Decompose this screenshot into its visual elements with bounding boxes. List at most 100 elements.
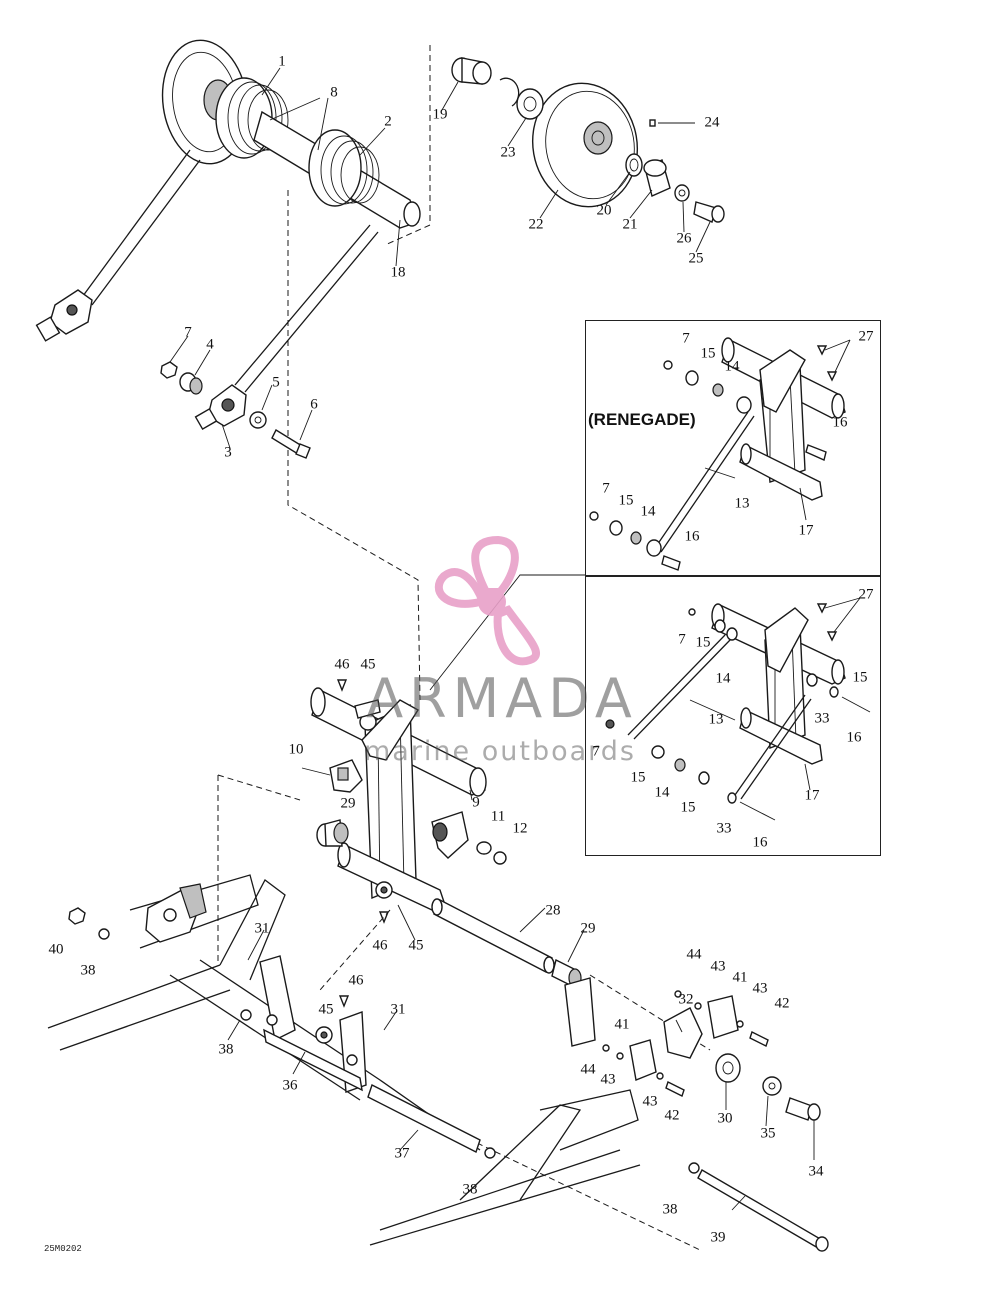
callout: 44 bbox=[580, 1061, 596, 1078]
washer-5 bbox=[249, 411, 267, 429]
callout: 26 bbox=[676, 230, 692, 247]
callout: 40 bbox=[48, 941, 64, 958]
callout: 16 bbox=[684, 528, 700, 545]
callout: 43 bbox=[642, 1093, 658, 1110]
callout: 31 bbox=[390, 1001, 406, 1018]
callout: 17 bbox=[804, 787, 820, 804]
callout: 46 bbox=[372, 937, 388, 954]
callout: 27 bbox=[858, 328, 874, 345]
callout: 7 bbox=[592, 743, 600, 760]
rail-stopper-left bbox=[145, 883, 207, 943]
callout: 2 bbox=[384, 113, 392, 130]
callout: 46 bbox=[334, 656, 350, 673]
standard-inset-parts bbox=[605, 603, 871, 821]
rear-axle-assembly bbox=[35, 39, 421, 393]
drawing-code: 25M0202 bbox=[44, 1244, 82, 1254]
callout: 28 bbox=[545, 902, 561, 919]
callout: 7 bbox=[678, 631, 686, 648]
callout: 43 bbox=[752, 980, 768, 997]
callout: 37 bbox=[394, 1145, 410, 1162]
callout: 17 bbox=[798, 522, 814, 539]
bushing-29-upper bbox=[316, 819, 349, 847]
watermark-brand: ARMADA bbox=[366, 667, 638, 730]
callout: 9 bbox=[472, 794, 480, 811]
callout: 22 bbox=[528, 216, 544, 233]
callout: 23 bbox=[500, 144, 516, 161]
cross-shaft-28 bbox=[431, 898, 555, 974]
callout: 42 bbox=[774, 995, 790, 1012]
nut-7 bbox=[160, 361, 178, 379]
callout: 38 bbox=[218, 1041, 234, 1058]
ring-20 bbox=[625, 153, 643, 177]
callout: 7 bbox=[682, 330, 690, 347]
callout: 15 bbox=[852, 669, 868, 686]
callout: 46 bbox=[348, 972, 364, 989]
callout: 45 bbox=[318, 1001, 334, 1018]
bolt-45-lower bbox=[315, 1026, 333, 1044]
callout: 38 bbox=[462, 1181, 478, 1198]
callout: 3 bbox=[224, 444, 232, 461]
washer-12 bbox=[476, 841, 507, 865]
callout: 16 bbox=[846, 729, 862, 746]
callout: 12 bbox=[512, 820, 528, 837]
callout: 6 bbox=[310, 396, 318, 413]
callout: 34 bbox=[808, 1163, 824, 1180]
callout: 29 bbox=[580, 920, 596, 937]
callout: 7 bbox=[184, 324, 192, 341]
callout: 45 bbox=[360, 656, 376, 673]
callout: 30 bbox=[717, 1110, 733, 1127]
callout: 38 bbox=[662, 1201, 678, 1218]
callout: 32 bbox=[678, 991, 694, 1008]
callout: 35 bbox=[760, 1125, 776, 1142]
callout: 5 bbox=[272, 374, 280, 391]
callout: 13 bbox=[708, 711, 724, 728]
callout: 8 bbox=[330, 84, 338, 101]
callout: 45 bbox=[408, 937, 424, 954]
nut-46-lower bbox=[338, 995, 350, 1008]
spacer-4 bbox=[179, 372, 203, 395]
bracket-10 bbox=[329, 759, 363, 793]
callout: 39 bbox=[710, 1229, 726, 1246]
callout: 33 bbox=[716, 820, 732, 837]
callout: 14 bbox=[724, 358, 740, 375]
bolt-45-top bbox=[354, 699, 381, 731]
callout: 10 bbox=[288, 741, 304, 758]
callout: 21 bbox=[622, 216, 638, 233]
nut-46-top bbox=[336, 679, 348, 692]
callout: 13 bbox=[734, 495, 750, 512]
bolt-39 bbox=[697, 1169, 829, 1252]
callout: 15 bbox=[695, 634, 711, 651]
spacer-19 bbox=[451, 57, 492, 85]
bearing-housing-left bbox=[35, 289, 93, 342]
front-arm-assembly bbox=[310, 687, 487, 924]
bearing-housing-3 bbox=[194, 384, 247, 431]
callout: 31 bbox=[254, 920, 270, 937]
bearing-23 bbox=[516, 88, 544, 120]
callout: 41 bbox=[614, 1016, 630, 1033]
callout: 16 bbox=[752, 834, 768, 851]
bolt-6 bbox=[271, 429, 311, 459]
renegade-inset-box bbox=[585, 320, 881, 576]
bolt-25 bbox=[693, 201, 725, 223]
callout: 25 bbox=[688, 250, 704, 267]
callout: 41 bbox=[732, 969, 748, 986]
inset-title: (RENEGADE) bbox=[588, 410, 696, 429]
sprocket-2 bbox=[308, 129, 380, 207]
watermark-propeller bbox=[434, 535, 540, 666]
callout: 11 bbox=[490, 808, 506, 825]
callout: 14 bbox=[640, 503, 656, 520]
callout: 18 bbox=[390, 264, 406, 281]
nut-40 bbox=[68, 907, 86, 925]
watermark-tagline: marine outboards bbox=[363, 736, 636, 767]
callout: 44 bbox=[686, 946, 702, 963]
callout: 15 bbox=[700, 345, 716, 362]
callout: 43 bbox=[600, 1071, 616, 1088]
callout: 1 bbox=[278, 53, 286, 70]
callout: 15 bbox=[618, 492, 634, 509]
rail-bracket-right bbox=[564, 977, 821, 1121]
shaft-37 bbox=[367, 1084, 481, 1153]
callout: 19 bbox=[432, 106, 448, 123]
callout: 15 bbox=[630, 769, 646, 786]
callout: 16 bbox=[832, 414, 848, 431]
